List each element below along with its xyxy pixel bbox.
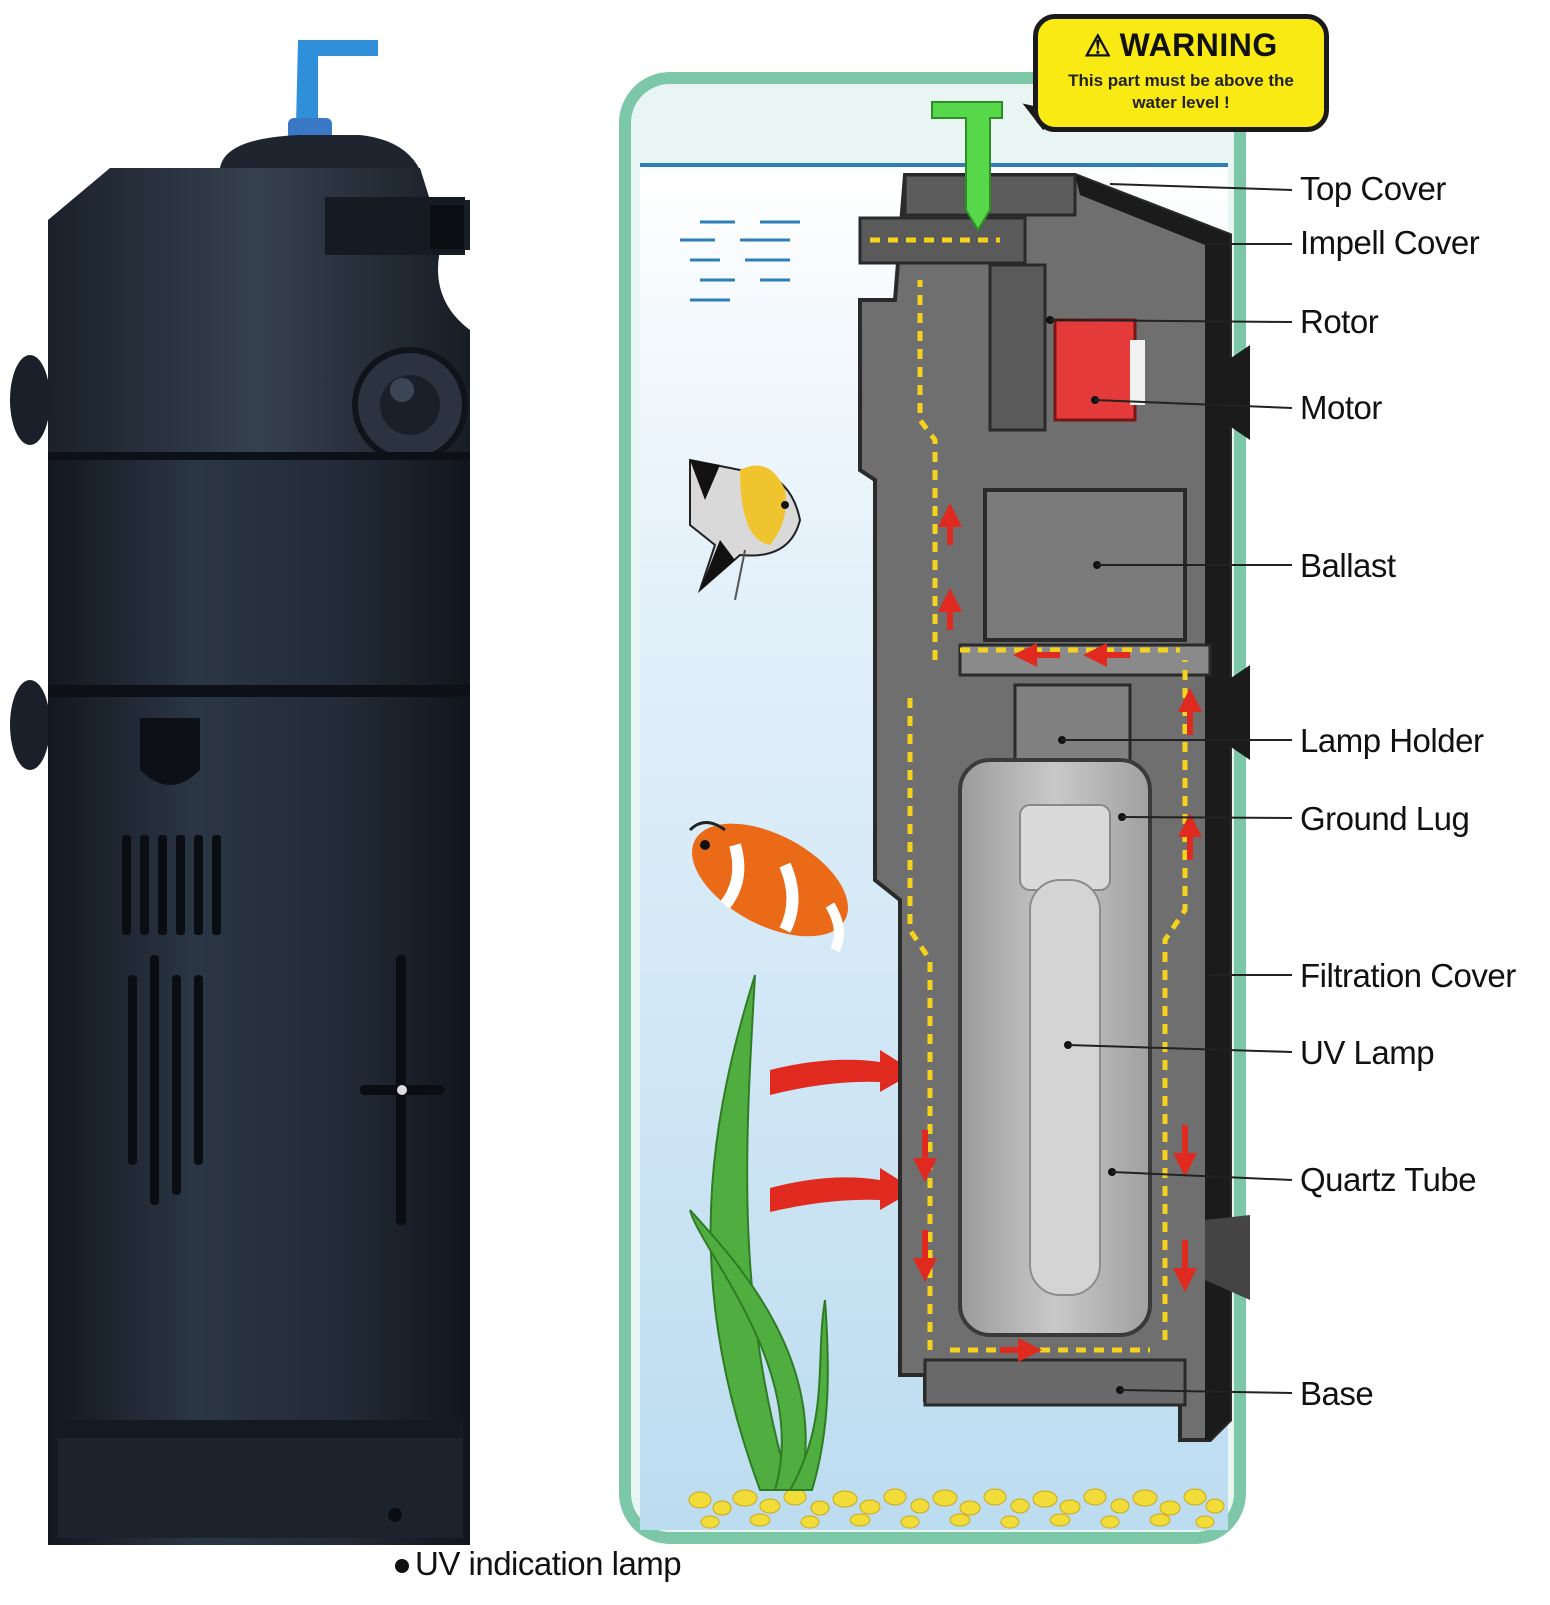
label-rotor: Rotor [1300,303,1379,340]
uv-indication-text: UV indication lamp [415,1545,682,1582]
uv-indication-lamp [388,1508,402,1522]
water-inlet-arrow-icon [770,1168,915,1212]
label-ballast: Ballast [1300,547,1396,584]
flow-arrows [913,503,1202,1362]
aquarium [619,72,1250,1544]
base-part [923,1358,1187,1407]
rotor-part [988,263,1047,432]
warning-title: ⚠WARNING [1038,27,1324,64]
label-impell-cover: Impell Cover [1300,224,1480,261]
label-base: Base [1300,1375,1374,1412]
motor-part [1053,318,1137,422]
flow-path [870,237,1188,1353]
surface-ripples [680,220,800,302]
middle-housing [48,460,470,685]
filter-cross-section [858,101,1250,1442]
media-clip [140,718,200,785]
filter-base [58,1438,463,1538]
leader-lines [1049,183,1293,1394]
lower-housing [48,685,470,1545]
clownfish-icon [688,821,848,953]
bullet-dot-icon [395,1559,409,1574]
suction-cup-lower [10,680,50,770]
suction-cup-upper [10,355,50,445]
label-ground-lug: Ground Lug [1300,800,1470,837]
water-inlet-arrow-icon [770,1050,915,1095]
uv-lamp-part [1029,879,1101,1296]
warning-triangle-icon: ⚠ [1084,30,1112,63]
seaweed-icon [689,974,829,1491]
label-filtration-cover: Filtration Cover [1300,957,1516,994]
label-lamp-holder: Lamp Holder [1300,722,1484,759]
gravel-icon [688,1488,1225,1529]
air-vent [931,101,1003,232]
angelfish-icon [689,458,802,601]
label-quartz-tube: Quartz Tube [1300,1161,1477,1198]
outlet-collar [288,118,332,140]
outlet-nozzle [296,40,378,125]
warning-title-text: WARNING [1119,27,1278,63]
warning-sticker: ⚠WARNING This part must be above the wat… [1033,14,1329,132]
uv-indication-label: UV indication lamp [395,1545,682,1583]
label-top-cover: Top Cover [1300,170,1446,207]
label-motor: Motor [1300,389,1382,426]
filter-product [10,40,470,1545]
warning-text: This part must be above the water level … [1068,71,1294,112]
intake-slots [122,835,221,1205]
label-uv-lamp: UV Lamp [1300,1034,1435,1071]
